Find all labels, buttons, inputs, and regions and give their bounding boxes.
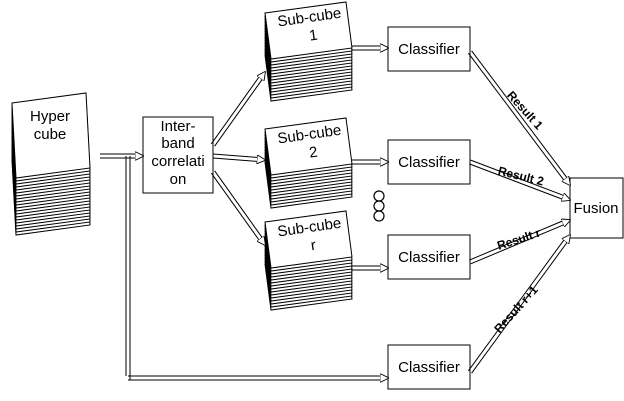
subcube-r-stack (264, 210, 353, 311)
subcube-1-layer (264, 1, 353, 60)
result-label-1: Result 1 (504, 88, 546, 132)
classifier-4-to-fusion-arrow-head (565, 235, 570, 242)
result-label-3: Result r (495, 226, 542, 253)
classifier-3-to-fusion-arrow-head (562, 220, 570, 223)
fusion-box (569, 177, 624, 239)
ellipsis-dot-1 (373, 190, 385, 202)
result-label-2: Result 2 (497, 164, 546, 189)
subcube-2-stack (264, 117, 353, 209)
classifier-box-4 (387, 344, 471, 390)
classifier-1-to-fusion-arrow-line (468, 52, 564, 181)
correlation-label-line-4: on (170, 171, 187, 188)
subcube-r-label-line-2: r (310, 237, 317, 255)
classifier-label-3: Classifier (398, 249, 460, 266)
classifier-box-1 (387, 26, 471, 72)
classifier-2-to-fusion-arrow-head (562, 197, 570, 200)
classifier-3-to-fusion-arrow-line (469, 220, 563, 261)
fusion-label: Fusion (573, 200, 618, 217)
classifier-1-to-fusion-arrow-head (565, 178, 570, 185)
result-label-4: Result r+1 (491, 283, 541, 336)
ellipsis-dot-3 (373, 210, 385, 222)
hypercube-label-line-1: Hyper (30, 108, 70, 125)
correlation-label-line-1: Inter- (160, 118, 195, 135)
correlation-to-subcube-r-arrow-line (214, 170, 263, 238)
correlation-label-line-3: correlati (151, 153, 204, 170)
subcube-r-layer (264, 210, 353, 269)
correlation-box (142, 116, 214, 194)
correlation-to-subcube-2-arrow-line (213, 153, 258, 158)
subcube-1-stack (264, 1, 353, 102)
subcube-2-label-line-2: 2 (308, 144, 319, 162)
classifier-label-2: Classifier (398, 154, 460, 171)
classifier-3-to-fusion-arrow-line (470, 224, 564, 265)
correlation-to-subcube-2-arrow-head (256, 159, 265, 160)
hypercube-label-line-2: cube (34, 126, 67, 143)
correlation-to-subcube-r-arrow-line (210, 172, 260, 240)
hypercube-stack (11, 92, 91, 236)
correlation-to-subcube-r-arrow-head (260, 238, 265, 245)
classifier-4-to-fusion-arrow-line (471, 242, 568, 374)
correlation-to-subcube-1-arrow-line (210, 77, 260, 145)
correlation-to-subcube-2-arrow-line (212, 157, 257, 162)
classifier-1-to-fusion-arrow-line (471, 50, 568, 178)
hypercube-layer (11, 92, 91, 179)
classifier-box-3 (387, 234, 471, 280)
classifier-2-to-fusion-arrow-line (470, 159, 564, 196)
classifier-2-to-fusion-arrow-line (469, 163, 562, 200)
classifier-label-1: Classifier (398, 41, 460, 58)
classifier-box-2 (387, 139, 471, 185)
classifier-4-to-fusion-arrow-line (467, 239, 565, 372)
classifier-label-4: Classifier (398, 359, 460, 376)
ellipsis-dot-2 (373, 200, 385, 212)
connector-arrows (100, 46, 570, 380)
subcube-1-label-line-2: 1 (308, 27, 319, 45)
correlation-to-subcube-1-arrow-line (214, 79, 263, 147)
correlation-to-subcube-1-arrow-head (260, 72, 265, 79)
correlation-label-line-2: band (161, 135, 194, 152)
